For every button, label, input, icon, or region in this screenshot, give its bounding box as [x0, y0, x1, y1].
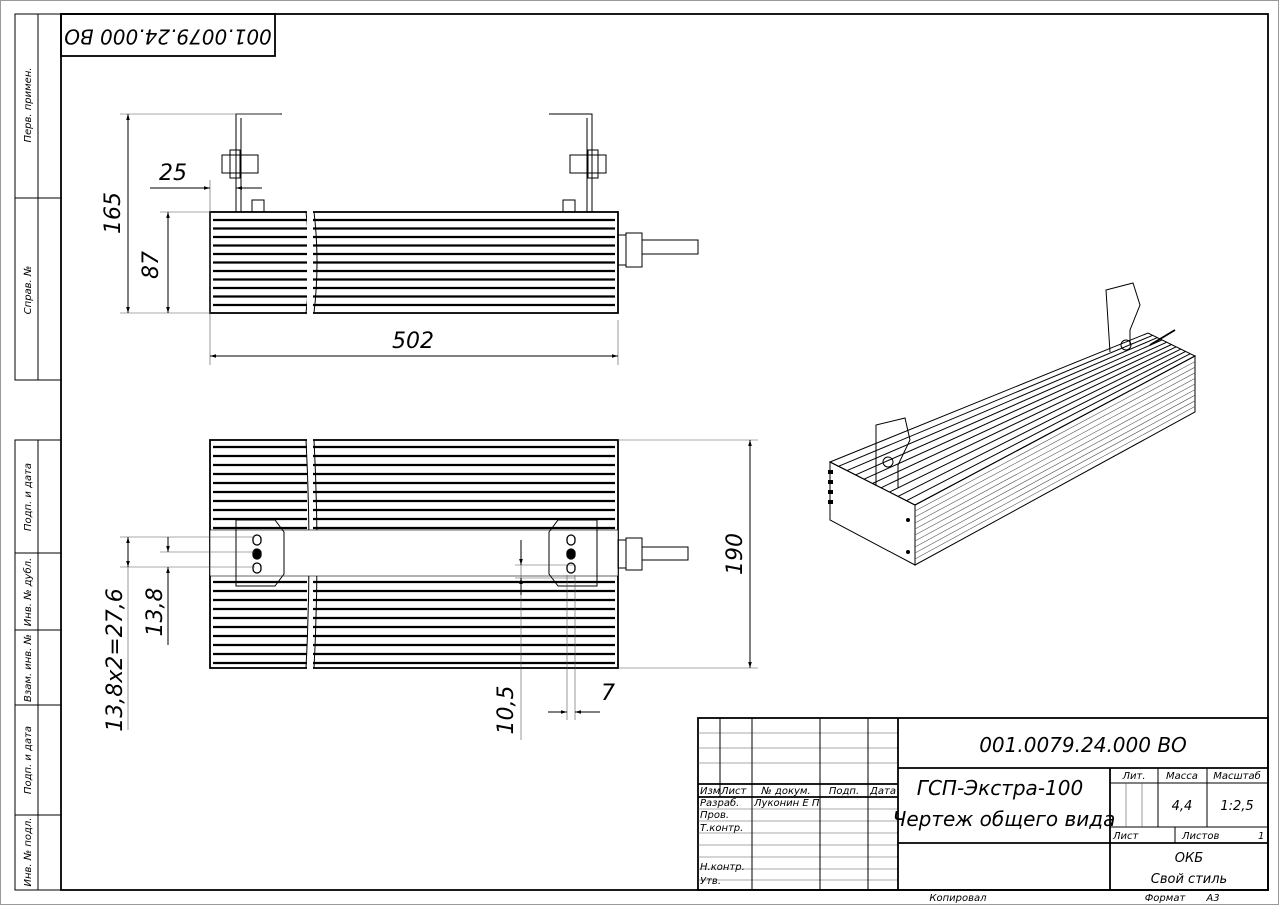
- fin-line: [914, 400, 1196, 554]
- product-name: ГСП-Экстра-100: [917, 776, 1083, 800]
- sheet-label: Лист: [1112, 831, 1140, 842]
- side-label: Инв. № дубл.: [22, 558, 34, 626]
- side-strip: Перв. примен. Справ. № Подп. и дата Инв.…: [14, 13, 62, 891]
- fin-line: [914, 383, 1196, 536]
- dim-7: 7: [601, 681, 615, 706]
- dim-190: 190: [723, 533, 748, 575]
- dim-87: 87: [139, 251, 164, 279]
- fin-line: [914, 394, 1196, 548]
- org-name: ОКБ: [1175, 851, 1203, 866]
- side-label: Взам. инв. №: [23, 634, 34, 702]
- doc-number: 001.0079.24.000 ВО: [979, 733, 1187, 757]
- fin-line: [855, 339, 1163, 476]
- fin-line: [889, 348, 1182, 493]
- dim-10-5: 10,5: [494, 686, 519, 735]
- isometric-view: [828, 282, 1197, 566]
- drawing-frame: [60, 13, 1269, 891]
- header-list: Лист: [720, 786, 748, 797]
- side-label: Подп. и дата: [23, 726, 34, 794]
- rotated-doc-stamp: 001.0079.24.000 ВО: [60, 13, 276, 57]
- bracket-plate-right: [548, 519, 598, 587]
- fin-line: [914, 372, 1196, 524]
- dim-13-8: 13,8: [143, 588, 168, 637]
- mass-label: Масса: [1166, 771, 1198, 782]
- fin-line: [880, 346, 1177, 489]
- mount-bracket-right: [549, 113, 593, 212]
- fin-line: [906, 353, 1191, 502]
- drawing-type: Чертеж общего вида: [893, 807, 1116, 831]
- side-label: Справ. №: [23, 266, 34, 315]
- role-tech-control: Т.контр.: [700, 823, 743, 834]
- header-izm: Изм: [700, 786, 721, 797]
- header-date: Дата: [869, 786, 896, 797]
- dim-25: 25: [159, 161, 187, 186]
- fin-line: [914, 406, 1196, 560]
- title-block: 001.0079.24.000 ВО ГСП-Экстра-100 Чертеж…: [697, 717, 1269, 891]
- header-sign: Подп.: [829, 786, 859, 797]
- dim-165: 165: [101, 192, 126, 234]
- format-label: Формат: [1145, 893, 1187, 904]
- cable: [642, 239, 699, 255]
- side-label: Подп. и дата: [23, 463, 34, 531]
- lit-label: Лит.: [1121, 771, 1145, 782]
- dim-502: 502: [392, 329, 434, 354]
- svg-text:001.0079.24.000 ВО: 001.0079.24.000 ВО: [64, 25, 272, 49]
- scale-label: Масштаб: [1213, 770, 1261, 782]
- role-checker: Пров.: [700, 810, 729, 821]
- heatsink-fins: [213, 218, 615, 307]
- fin-line: [914, 366, 1196, 518]
- header-doc-no: № докум.: [760, 786, 810, 797]
- mass-value: 4,4: [1172, 799, 1193, 814]
- iso-bracket: [1105, 282, 1141, 353]
- fin-line: [872, 344, 1172, 484]
- scale-value: 1:2,5: [1220, 799, 1253, 814]
- side-view: 165 87 25 502: [101, 113, 699, 365]
- dim-13-8x2: 13,8x2=27,6: [103, 588, 128, 731]
- plan-view: 190 13,8x2=27,6 13,8 10,5 7: [103, 439, 758, 740]
- role-norm-control: Н.контр.: [700, 862, 745, 873]
- sheets-label: Листов: [1181, 831, 1219, 842]
- role-developer: Разраб.: [700, 797, 739, 809]
- role-approved: Утв.: [700, 876, 721, 887]
- format-value: А3: [1205, 893, 1219, 904]
- bracket-plate-left: [235, 519, 285, 587]
- sheets-value: 1: [1258, 831, 1264, 842]
- side-label: Перв. примен.: [23, 67, 34, 142]
- fin-line: [863, 341, 1168, 480]
- org-sub: Свой стиль: [1151, 872, 1227, 887]
- fin-line: [914, 389, 1196, 542]
- fin-line: [914, 378, 1196, 530]
- fin-line: [838, 334, 1153, 467]
- fin-line: [897, 350, 1186, 497]
- fin-line: [914, 361, 1196, 512]
- developer-name: Луконин Е П: [753, 798, 820, 809]
- side-label: Инв. № подл.: [23, 818, 34, 887]
- fin-line: [846, 337, 1158, 472]
- cable-gland: [617, 234, 627, 266]
- mount-bracket-left: [235, 113, 282, 212]
- iso-bracket: [875, 417, 911, 488]
- copied-label: Копировал: [929, 893, 987, 904]
